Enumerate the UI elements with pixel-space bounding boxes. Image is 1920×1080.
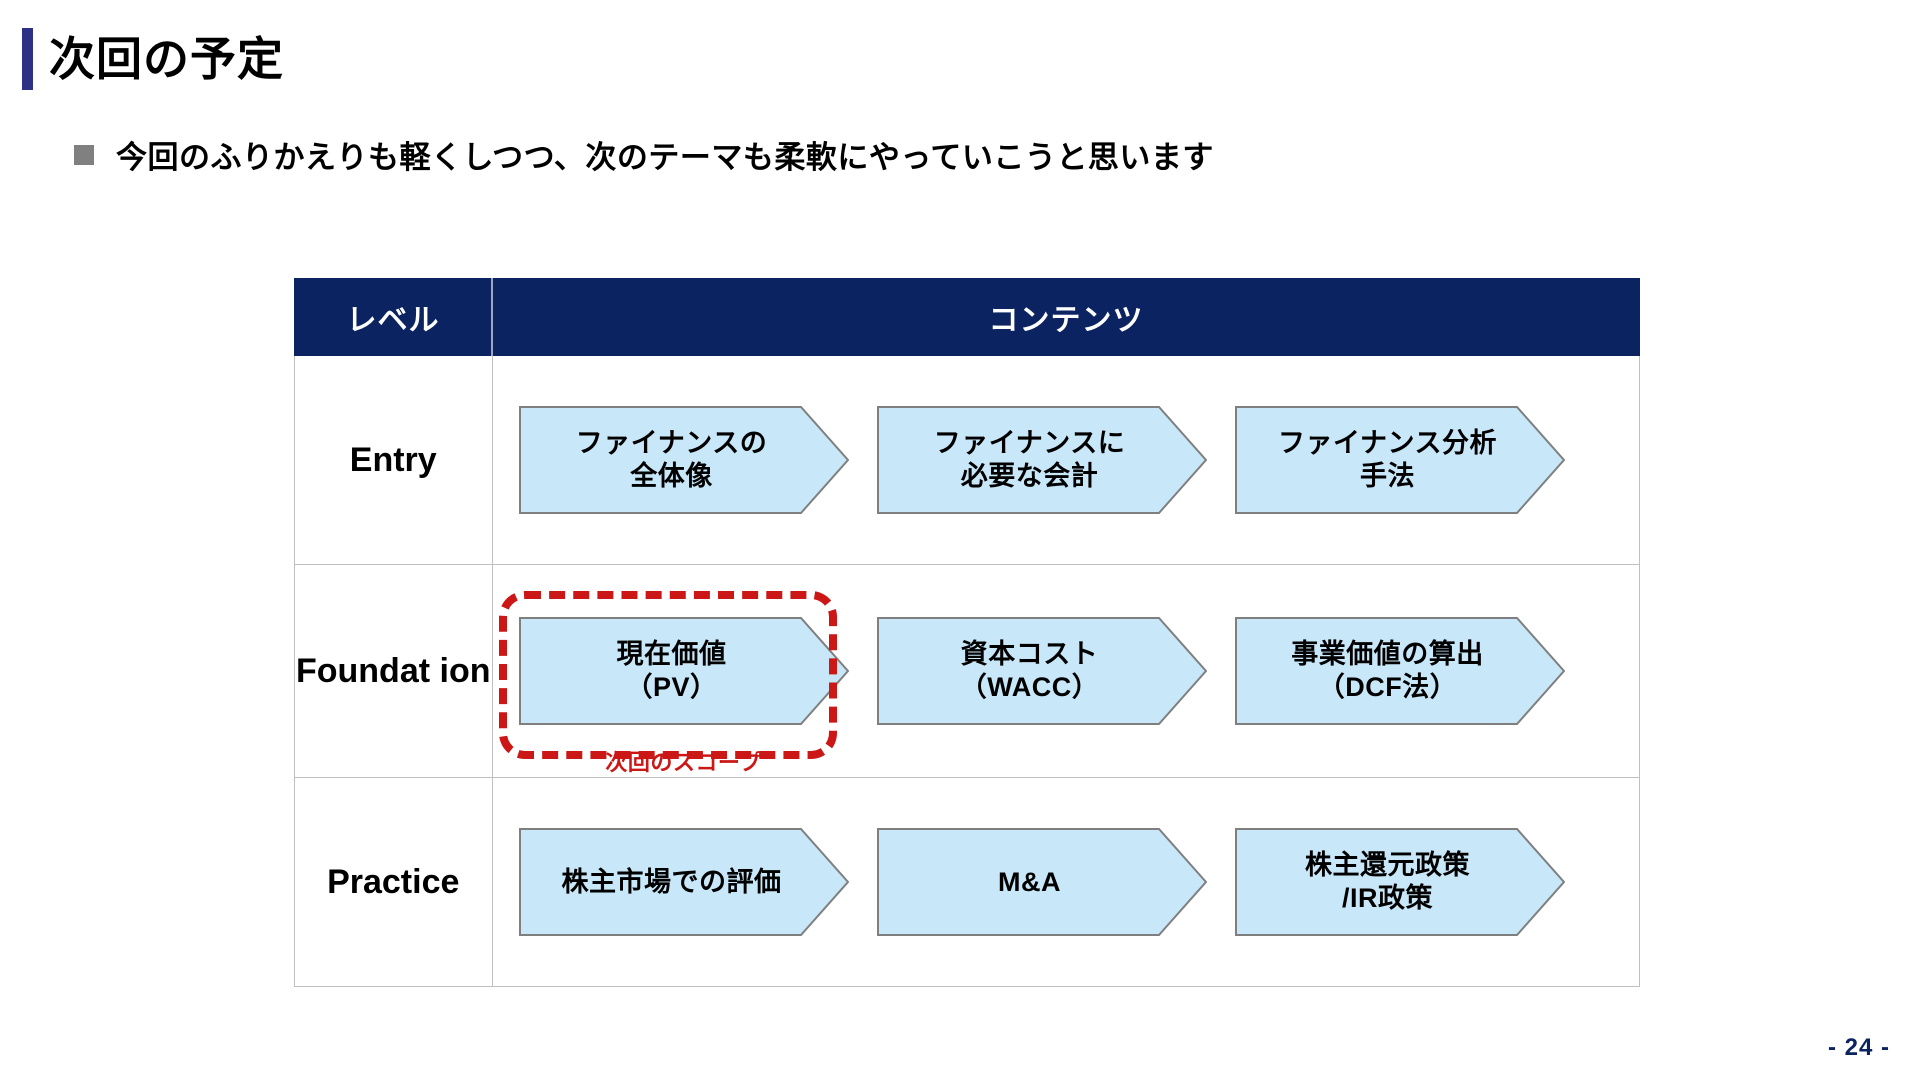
chevron-wrap: M&A [876, 828, 1207, 936]
chevron-strip-practice: 株主市場での評価 M&A [493, 778, 1640, 986]
level-label-practice: Practice [294, 777, 493, 987]
chevron-wrap: ファイナンスの 全体像 [518, 406, 849, 514]
chevron-strip-foundation: 次回のスコープ 現在価値 （PV） [493, 565, 1640, 777]
header-contents: コンテンツ [491, 278, 1640, 356]
chevron-label: 資本コスト （WACC） [959, 639, 1100, 702]
table-row: Entry ファイナンスの 全体像 [294, 355, 1640, 565]
chevron-label: ファイナンスに 必要な会計 [933, 428, 1126, 491]
chevron-shape-icon [876, 406, 1207, 514]
title-accent-bar [22, 28, 33, 90]
chevron-wrap: 資本コスト （WACC） [876, 617, 1207, 725]
content-cell-foundation: 次回のスコープ 現在価値 （PV） [491, 564, 1640, 778]
square-bullet-icon [74, 144, 94, 165]
chevron-label: ファイナンス分析 手法 [1278, 428, 1497, 491]
level-label-entry: Entry [294, 355, 493, 565]
table-row: Practice 株主市場での評価 [294, 777, 1640, 987]
chevron-shape-icon [1234, 828, 1565, 936]
chevron-shape-icon [1234, 406, 1565, 514]
table-row: Foundat ion 次回のスコープ 現在価値 （PV） [294, 564, 1640, 778]
page-title: 次回の予定 [22, 28, 284, 90]
chevron-label: 現在価値 （PV） [616, 639, 727, 702]
chevron-label: 事業価値の算出 （DCF法） [1291, 639, 1484, 702]
content-cell-entry: ファイナンスの 全体像 ファイナンスに 必要な会計 [491, 355, 1640, 565]
chevron-shape-icon [518, 828, 849, 936]
chevron-label: 株主市場での評価 [561, 866, 782, 897]
chevron-cost-of-capital[interactable]: 資本コスト （WACC） [876, 617, 1207, 725]
chevron-shape-icon [876, 828, 1207, 936]
next-scope-label: 次回のスコープ [605, 750, 762, 775]
chevron-wrap: 株主還元政策 /IR政策 [1234, 828, 1565, 936]
table-head: レベル コンテンツ [294, 278, 1640, 356]
chevron-label: M&A [998, 866, 1061, 897]
title-text: 次回の予定 [49, 33, 284, 85]
chevron-shareholder-market-valuation[interactable]: 株主市場での評価 [518, 828, 849, 936]
chevron-label: 株主還元政策 /IR政策 [1305, 850, 1470, 913]
chevron-wrap: ファイナンスに 必要な会計 [876, 406, 1207, 514]
chevron-strip-entry: ファイナンスの 全体像 ファイナンスに 必要な会計 [493, 356, 1640, 564]
bullet-text: 今回のふりかえりも軽くしつつ、次のテーマも柔軟にやっていこうと思います [116, 140, 1214, 175]
chevron-label: ファイナンスの 全体像 [575, 428, 768, 491]
chevron-present-value[interactable]: 現在価値 （PV） [518, 617, 849, 725]
page-number: - 24 - [1827, 1034, 1890, 1061]
chevron-finance-overview[interactable]: ファイナンスの 全体像 [518, 406, 849, 514]
chevron-wrap-highlighted: 次回のスコープ 現在価値 （PV） [498, 591, 849, 775]
chevron-enterprise-value-dcf[interactable]: 事業価値の算出 （DCF法） [1234, 617, 1565, 725]
chevron-mergers-acquisitions[interactable]: M&A [876, 828, 1207, 936]
table-header-row: レベル コンテンツ [294, 278, 1640, 356]
chevron-shape-icon [1234, 617, 1565, 725]
chevron-wrap: 事業価値の算出 （DCF法） [1234, 617, 1565, 725]
level-label-foundation: Foundat ion [294, 564, 493, 778]
content-cell-practice: 株主市場での評価 M&A [491, 777, 1640, 987]
chevron-accounting-for-finance[interactable]: ファイナンスに 必要な会計 [876, 406, 1207, 514]
bullet-line: 今回のふりかえりも軽くしつつ、次のテーマも柔軟にやっていこうと思います [74, 132, 1214, 177]
chevron-shape-icon [518, 617, 849, 725]
chevron-shareholder-return-ir-policy[interactable]: 株主還元政策 /IR政策 [1234, 828, 1565, 936]
chevron-wrap: 株主市場での評価 [518, 828, 849, 936]
table-body: Entry ファイナンスの 全体像 [294, 355, 1640, 987]
chevron-finance-analysis-method[interactable]: ファイナンス分析 手法 [1234, 406, 1565, 514]
chevron-shape-icon [876, 617, 1207, 725]
header-level: レベル [294, 278, 493, 356]
chevron-shape-icon [518, 406, 849, 514]
chevron-wrap: ファイナンス分析 手法 [1234, 406, 1565, 514]
curriculum-table: レベル コンテンツ Entry ファイナンスの 全体像 [294, 278, 1640, 987]
